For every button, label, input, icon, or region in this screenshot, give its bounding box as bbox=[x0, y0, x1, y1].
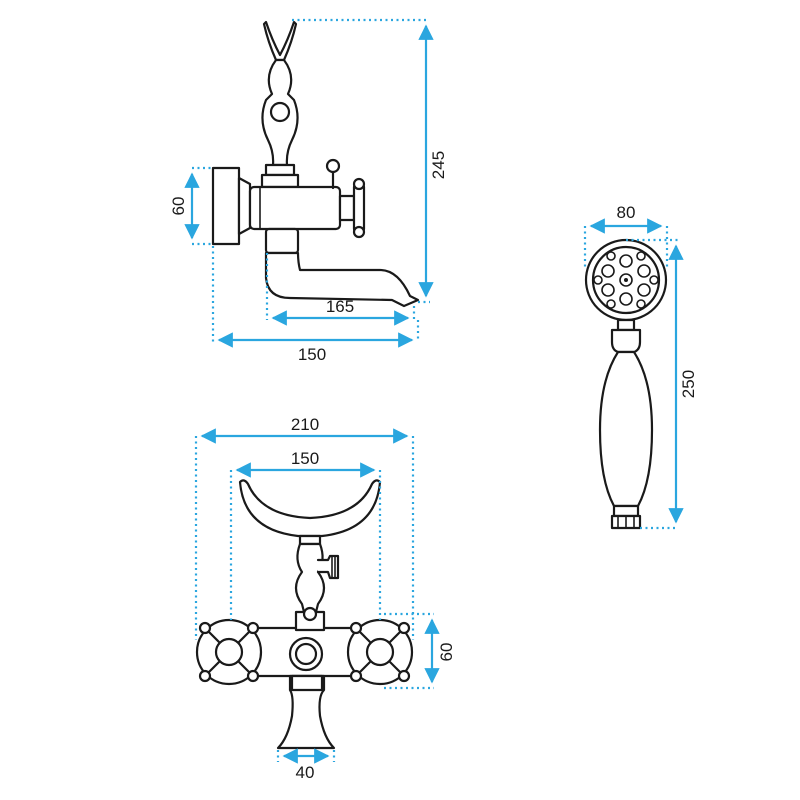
hand-shower-dimensions: 80 250 bbox=[583, 203, 698, 530]
dim-label-150-cradle: 150 bbox=[291, 449, 319, 468]
shower-end-cap bbox=[612, 504, 640, 518]
hand-shower bbox=[584, 238, 668, 530]
side-collar bbox=[264, 163, 296, 177]
front-right-handle bbox=[346, 618, 414, 686]
front-cradle bbox=[238, 479, 382, 538]
side-hook bbox=[262, 20, 298, 62]
side-column-ring bbox=[269, 101, 291, 123]
shower-collar bbox=[610, 328, 642, 354]
side-flange-step bbox=[237, 176, 252, 236]
side-view-faucet bbox=[211, 20, 420, 308]
dim-label-40: 40 bbox=[296, 763, 315, 782]
side-spout bbox=[264, 251, 420, 308]
front-spout bbox=[276, 674, 336, 750]
dim-label-250: 250 bbox=[679, 370, 698, 398]
shower-neck bbox=[616, 318, 636, 332]
side-view-dimensions: 245 60 165 150 bbox=[169, 18, 448, 364]
side-handle-cap bbox=[352, 182, 366, 234]
front-column bbox=[294, 542, 326, 614]
side-wall-flange bbox=[211, 166, 241, 246]
shower-nozzle-pattern bbox=[593, 251, 659, 309]
side-handle-knob bbox=[325, 158, 341, 174]
shower-handle bbox=[598, 350, 654, 508]
front-left-handle bbox=[195, 618, 263, 686]
dim-label-80: 80 bbox=[617, 203, 636, 222]
side-collar-lower bbox=[260, 173, 300, 189]
dim-label-60-front: 60 bbox=[437, 643, 456, 662]
front-diverter bbox=[316, 554, 340, 580]
dim-label-60-flange: 60 bbox=[169, 197, 188, 216]
side-handle-stem bbox=[338, 194, 356, 222]
dim-label-210: 210 bbox=[291, 415, 319, 434]
front-view-dimensions: 210 150 60 40 bbox=[194, 415, 456, 782]
side-body bbox=[248, 185, 342, 231]
dim-label-245: 245 bbox=[429, 151, 448, 179]
front-view-faucet bbox=[195, 479, 414, 750]
dim-label-165: 165 bbox=[326, 297, 354, 316]
dim-label-150-depth: 150 bbox=[298, 345, 326, 364]
side-spout-base bbox=[264, 227, 300, 255]
